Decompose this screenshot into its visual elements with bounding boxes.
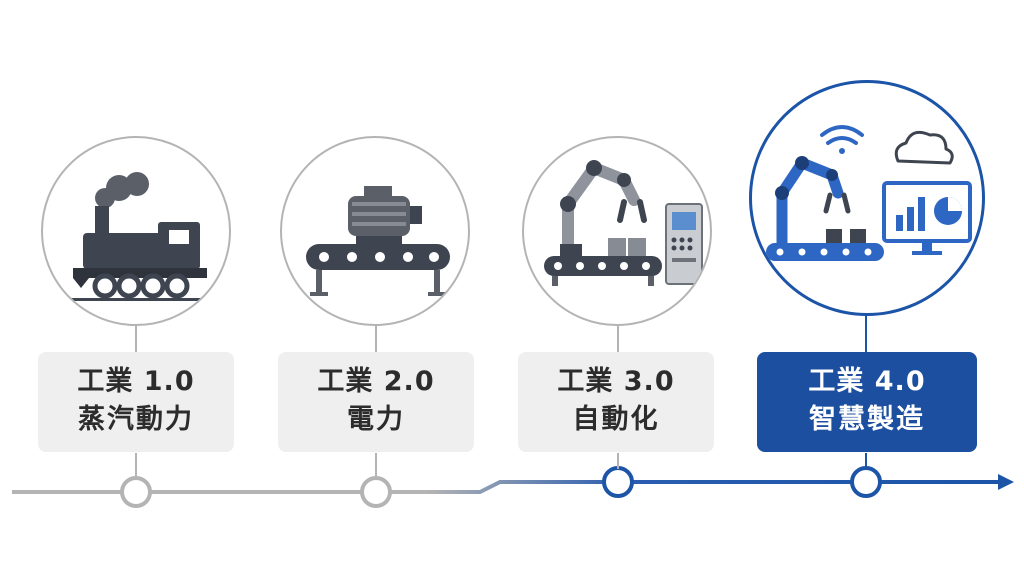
stage-2-subtitle: 電力 — [347, 404, 405, 435]
stage-1-subtitle: 蒸汽動力 — [78, 404, 194, 435]
stage-3-subtitle: 自動化 — [572, 404, 660, 435]
stage-4-subtitle: 智慧製造 — [809, 404, 925, 435]
electric-motor-conveyor-icon — [306, 186, 450, 296]
timeline-node-1 — [120, 476, 152, 508]
stage-4-card: 工業 4.0 智慧製造 — [757, 352, 977, 452]
connector-2 — [375, 453, 377, 479]
connector-4 — [865, 453, 867, 469]
cloud-icon — [894, 130, 954, 165]
timeline-node-4 — [850, 466, 882, 498]
stage-2-circle — [280, 136, 470, 326]
timeline-arrowhead — [998, 474, 1014, 490]
timeline-line — [12, 480, 1000, 494]
connector-1 — [135, 453, 137, 479]
robot-arm-control-panel-icon — [544, 160, 703, 286]
stage-3-title: 工業 3.0 — [557, 366, 675, 397]
circle-connector-1 — [135, 324, 137, 352]
circle-connector-4 — [865, 312, 867, 352]
circle-connector-2 — [375, 324, 377, 352]
connector-3 — [617, 453, 619, 469]
wifi-icon — [820, 125, 864, 154]
stage-4-title: 工業 4.0 — [808, 366, 926, 397]
stage-1-card: 工業 1.0 蒸汽動力 — [38, 352, 234, 452]
stage-1-title: 工業 1.0 — [77, 366, 195, 397]
stage-1-circle — [41, 136, 231, 326]
stage-3-card: 工業 3.0 自動化 — [518, 352, 714, 452]
stage-3-circle — [522, 136, 712, 326]
circle-connector-3 — [617, 324, 619, 352]
monitor-chart-icon — [882, 181, 972, 255]
smart-factory-iot-icon — [766, 125, 972, 261]
steam-locomotive-icon — [71, 172, 207, 301]
timeline-node-2 — [360, 476, 392, 508]
timeline-node-3 — [602, 466, 634, 498]
stage-2-card: 工業 2.0 電力 — [278, 352, 474, 452]
stage-4-circle — [749, 80, 985, 316]
stage-2-title: 工業 2.0 — [317, 366, 435, 397]
